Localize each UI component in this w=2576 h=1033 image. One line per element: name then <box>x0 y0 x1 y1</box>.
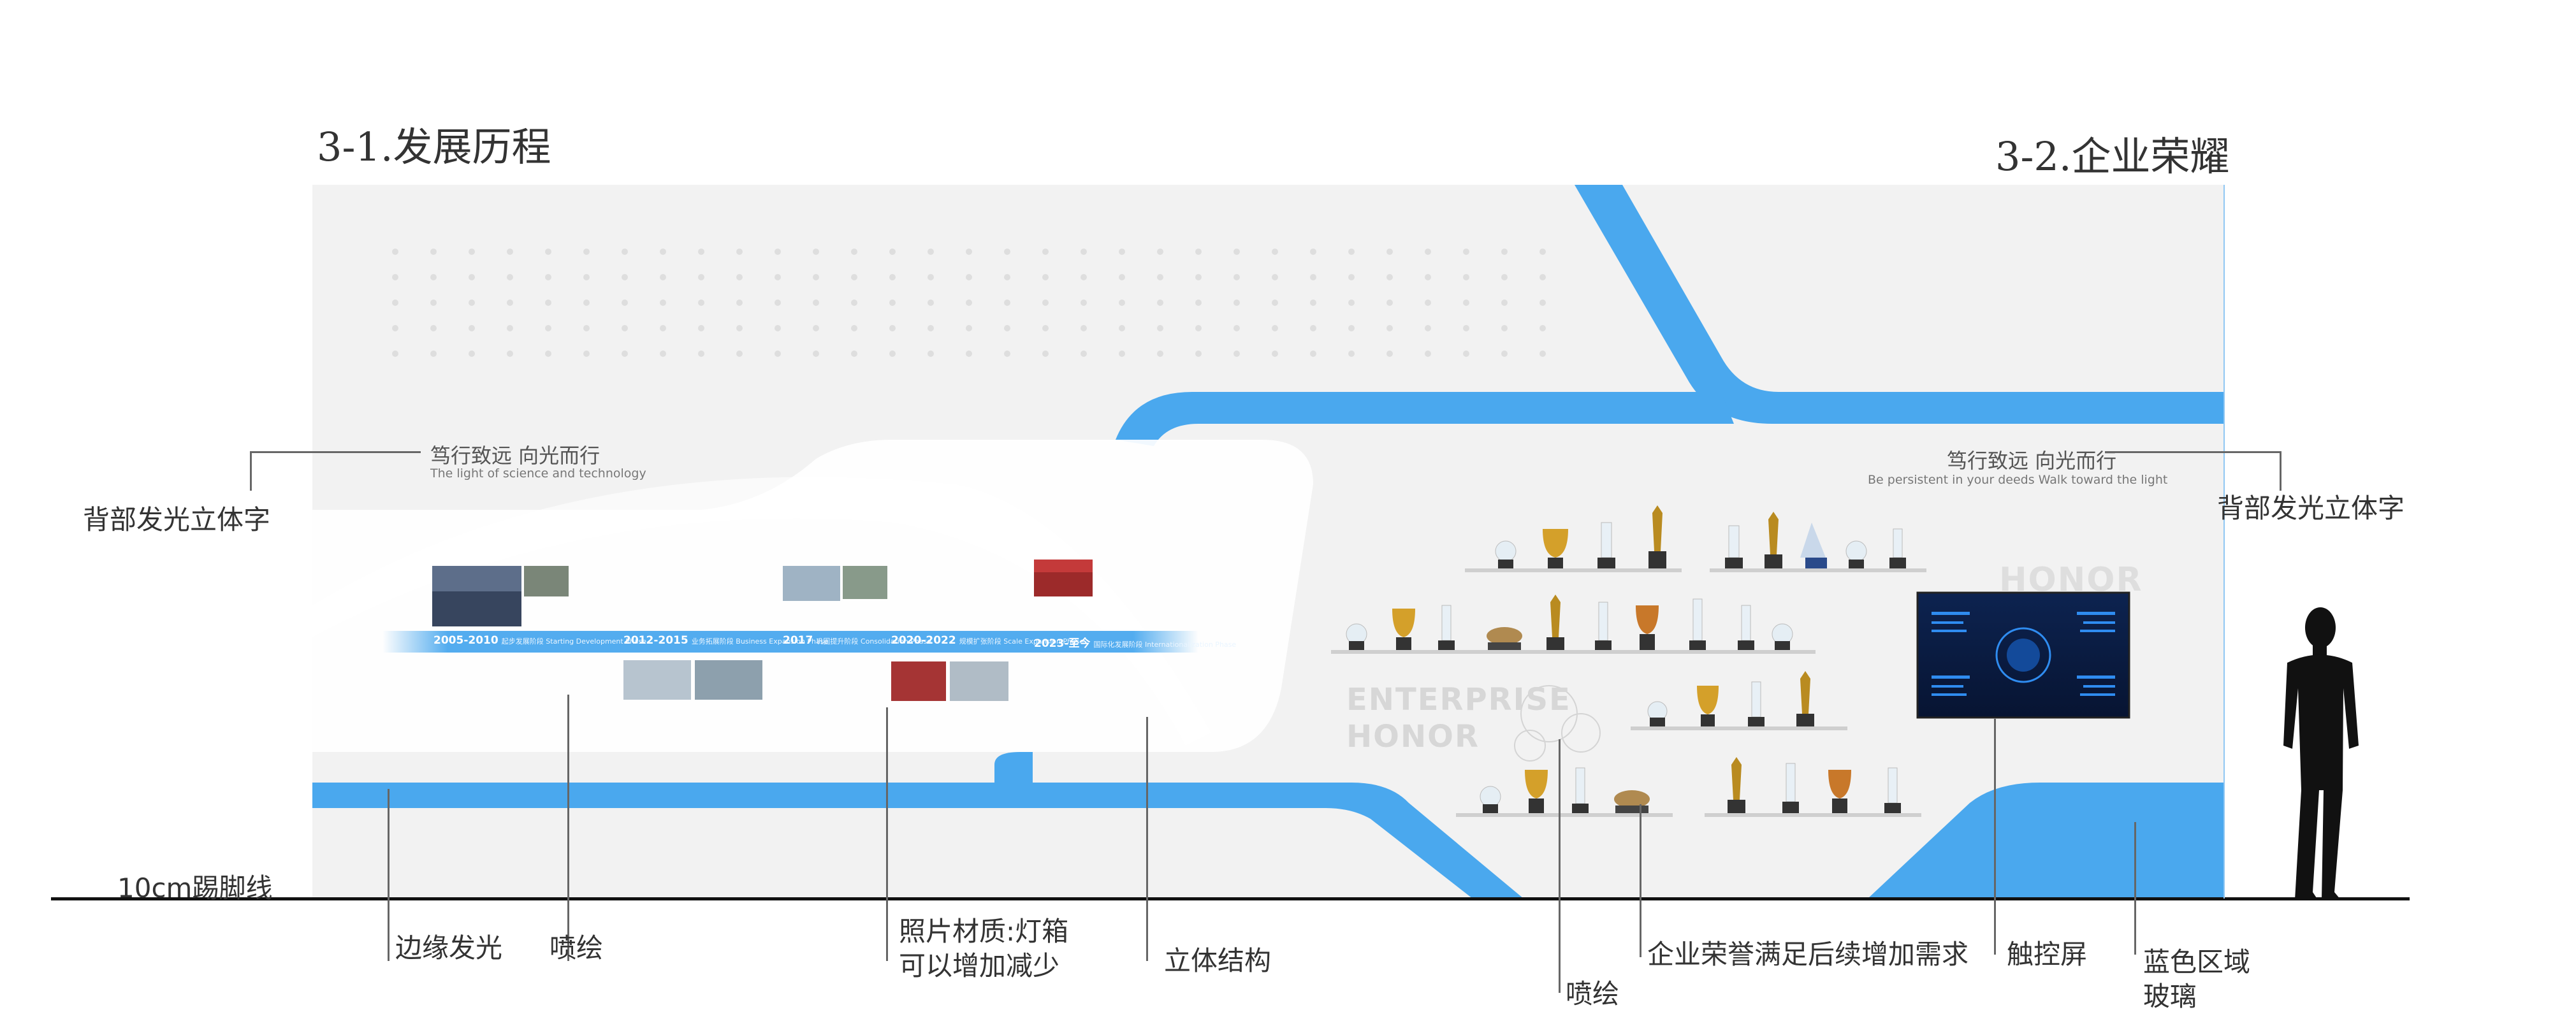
watermark-honor-top: HONOR <box>1999 561 2143 599</box>
callout-spray-left: 喷绘 <box>549 932 604 964</box>
timeline-phase: 巩固提升阶段 Consolidation Phase <box>816 637 932 646</box>
callout-photo-material-2: 可以增加减少 <box>899 950 1060 981</box>
blue-bar-bottom-left <box>312 783 1033 808</box>
callout-skirting: 10cm踢脚线 <box>117 872 273 904</box>
callout-blue-glass-1: 蓝色区域 <box>2143 946 2251 978</box>
leader-line <box>2105 451 2280 453</box>
watermark-honor: HONOR <box>1346 719 1480 755</box>
callout-solid-structure: 立体结构 <box>1164 945 1272 976</box>
slogan-right-en: Be persistent in your deeds Walk toward … <box>1868 473 2168 487</box>
leader-line <box>250 451 252 491</box>
timeline-node-3: 2017 巩固提升阶段 Consolidation Phase <box>783 634 931 647</box>
callout-honor-expand: 企业荣誉满足后续增加需求 <box>1647 939 1969 970</box>
timeline-phase: 规模扩张阶段 Scale Expansion Phase <box>959 637 1084 646</box>
floor-line <box>51 897 2410 900</box>
timeline-node-4: 2020-2022 规模扩张阶段 Scale Expansion Phase <box>891 634 1084 647</box>
timeline-year: 2023-至今 <box>1034 637 1091 650</box>
leader-line <box>250 451 421 453</box>
leader-line <box>1559 739 1561 993</box>
timeline-year: 2005-2010 <box>433 634 498 647</box>
timeline-node-1: 2005-2010 起步发展阶段 Starting Development Ph… <box>433 634 646 647</box>
timeline-phase: 国际化发展阶段 Internationalization Phase <box>1093 640 1237 649</box>
leader-line <box>1994 719 1996 955</box>
dot-pattern <box>392 249 1546 357</box>
callout-blue-glass-2: 玻璃 <box>2143 981 2197 1012</box>
timeline-node-5: 2023-至今 国际化发展阶段 Internationalization Pha… <box>1034 634 1236 650</box>
human-silhouette <box>2283 607 2359 900</box>
blue-band-mid <box>1116 392 1734 446</box>
callout-touch-screen: 触控屏 <box>2007 939 2088 970</box>
section-title-honor: 3-2.企业荣耀 <box>1995 133 2230 180</box>
trophy-shelves <box>1331 568 1926 817</box>
blue-band-top <box>1575 185 2225 424</box>
slogan-right-cn: 笃行致远 向光而行 <box>1947 449 2117 473</box>
section-title-history: 3-1.发展历程 <box>317 124 551 170</box>
watermark-enterprise: ENTERPRISE <box>1346 682 1571 718</box>
blue-bar-bottom-curve <box>1033 783 1524 899</box>
slogan-left-en: The light of science and technology <box>430 466 646 480</box>
timeline-year: 2017 <box>783 634 813 647</box>
callout-photo-material-1: 照片材质:灯箱 <box>899 916 1069 947</box>
leader-line <box>567 695 569 961</box>
leader-line <box>388 789 389 961</box>
callout-back-glow-right: 背部发光立体字 <box>2217 493 2405 524</box>
timeline-bar <box>382 631 1198 653</box>
leader-line <box>2134 822 2136 955</box>
timeline-photos <box>432 560 1093 701</box>
leader-line <box>1146 717 1148 961</box>
timeline-year: 2012-2015 <box>623 634 688 647</box>
callout-spray-right: 喷绘 <box>1566 978 1620 1009</box>
timeline-node-2: 2012-2015 业务拓展阶段 Business Expansion Phas… <box>623 634 828 647</box>
slogan-left-cn: 笃行致远 向光而行 <box>430 444 600 468</box>
timeline-year: 2020-2022 <box>891 634 956 647</box>
timeline-phase: 起步发展阶段 Starting Development Phase <box>501 637 647 646</box>
leader-line <box>886 707 888 961</box>
callout-edge-glow: 边缘发光 <box>395 932 503 964</box>
timeline-phase: 业务拓展阶段 Business Expansion Phase <box>691 637 829 646</box>
leader-line <box>1640 804 1641 957</box>
callout-back-glow-left: 背部发光立体字 <box>83 504 271 535</box>
trophies <box>1346 505 1906 813</box>
leader-line <box>2280 451 2281 491</box>
